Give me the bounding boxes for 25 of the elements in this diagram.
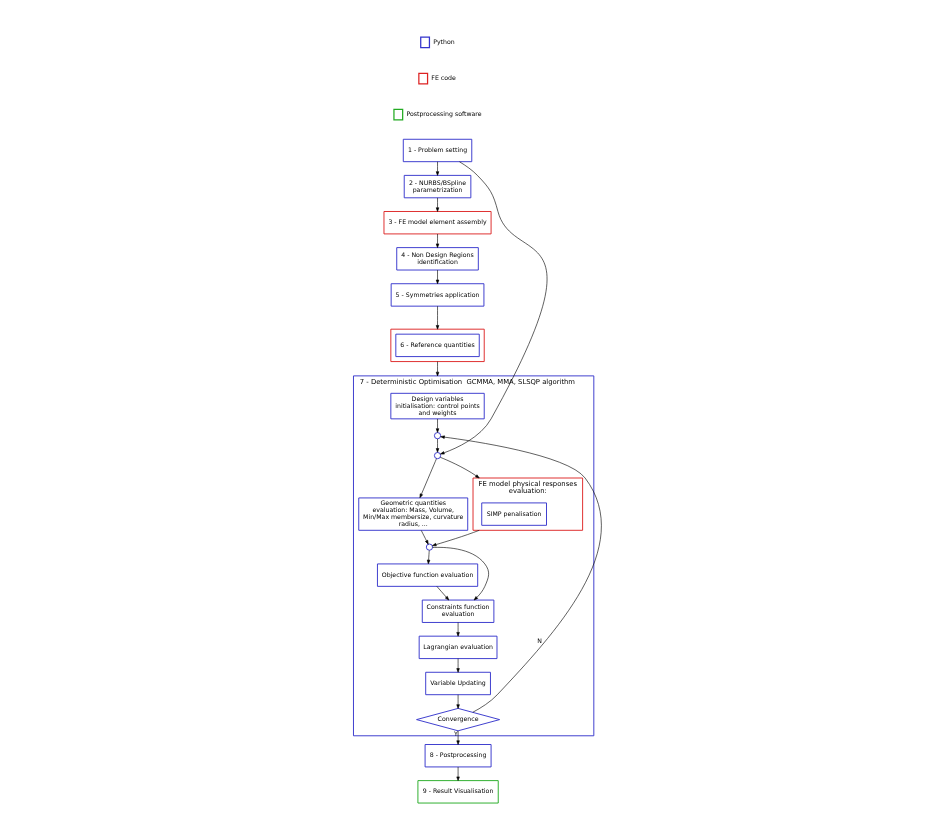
- arrow: [419, 530, 428, 545]
- arrow: [434, 361, 439, 377]
- node-circle: [432, 432, 441, 440]
- arrow: [431, 530, 479, 547]
- arrow: [455, 766, 459, 781]
- arrow: [434, 418, 439, 433]
- arrow: [434, 197, 439, 212]
- arrow: [455, 730, 459, 745]
- arrow: [455, 622, 459, 637]
- arrow: [418, 458, 436, 499]
- arrow: [435, 586, 449, 601]
- arrow: [434, 233, 439, 248]
- arrow: [455, 658, 459, 673]
- arrow: [434, 438, 439, 453]
- arrow: [425, 550, 430, 565]
- arrow: [439, 435, 601, 713]
- arrow: [434, 161, 439, 176]
- arrow: [434, 269, 439, 285]
- arrow: [455, 694, 459, 709]
- arrow: [434, 305, 439, 330]
- arrow: [439, 457, 479, 479]
- arrow: [439, 161, 546, 455]
- node-circle: [424, 543, 432, 551]
- arrow: [431, 547, 488, 601]
- node-circle: [432, 452, 441, 460]
